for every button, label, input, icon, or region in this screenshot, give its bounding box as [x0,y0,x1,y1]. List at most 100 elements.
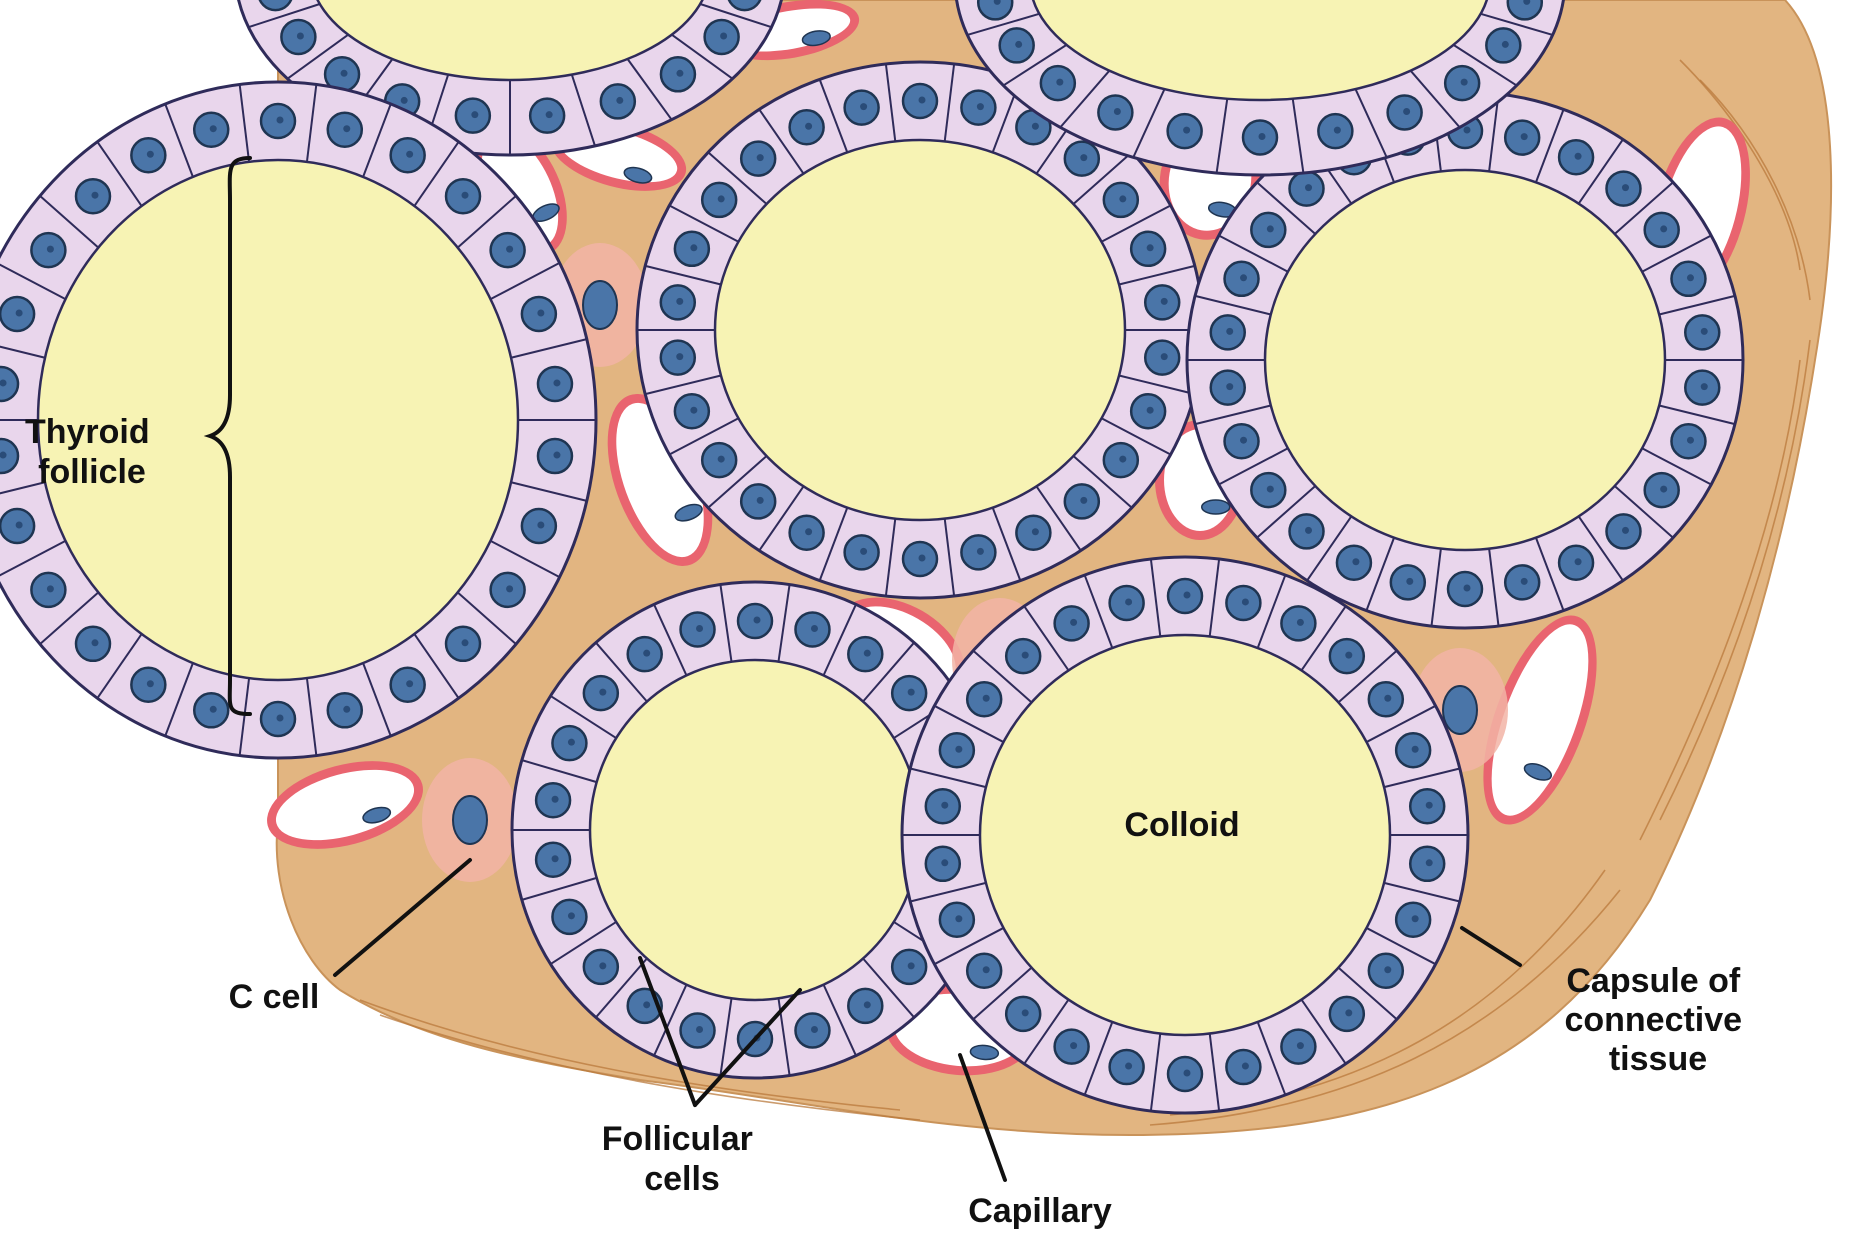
nucleolus [406,151,413,158]
nucleolus [1464,127,1471,134]
nucleolus [1119,195,1126,202]
nucleolus [616,97,623,104]
nucleolus [1184,592,1191,599]
nucleolus [860,103,867,110]
nucleolus [401,97,408,104]
nucleolus [1412,746,1419,753]
nucleolus [805,123,812,130]
nucleolus [811,1026,818,1033]
colloid [715,140,1125,520]
nucleolus [811,625,818,632]
capsule-label-line1: Capsule of [1566,962,1740,1000]
nucleolus [805,528,812,535]
nucleolus [1119,456,1126,463]
nucleolus [210,706,217,713]
nucleolus [1267,486,1274,493]
nucleolus [343,125,350,132]
nucleolus [908,689,915,696]
nucleolus [1701,383,1708,390]
capsule-label: Capsule of connective tissue [1564,962,1751,1078]
nucleolus [210,125,217,132]
capillary-label: Capillary [968,1192,1112,1230]
nucleolus [1226,328,1233,335]
thyroid-follicle-label-line2: follicle [38,453,146,491]
nucleolus [1406,578,1413,585]
nucleolus [1032,123,1039,130]
nucleolus [1345,652,1352,659]
nucleolus [1032,528,1039,535]
nucleolus [864,650,871,657]
nucleolus [1502,41,1509,48]
nucleolus [546,111,553,118]
nucleolus [1147,407,1154,414]
nucleolus [941,802,948,809]
nucleolus [1297,619,1304,626]
nucleolus [1147,244,1154,251]
follicular-cells-label-line2: cells [644,1160,720,1198]
nucleolus [91,192,98,199]
colloid [590,660,920,1000]
nucleolus [599,962,606,969]
colloid-label: Colloid [1124,806,1239,844]
nucleolus [297,32,304,39]
nucleolus [1622,527,1629,534]
nucleolus [47,246,54,253]
nucleolus [983,966,990,973]
nucleolus [1080,497,1087,504]
nucleolus [1464,585,1471,592]
nucleolus [1022,1009,1029,1016]
c-cell-label: C cell [229,978,320,1016]
nucleolus [908,962,915,969]
nucleolus [1242,598,1249,605]
nucleolus [696,625,703,632]
c-cell-nucleus [583,281,617,329]
nucleolus [955,746,962,753]
nucleolus [568,739,575,746]
nucleolus [690,407,697,414]
nucleolus [147,151,154,158]
nucleolus [1521,133,1528,140]
nucleolus [1125,1063,1132,1070]
nucleolus [1426,859,1433,866]
nucleolus [568,912,575,919]
nucleolus [277,117,284,124]
nucleolus [1461,79,1468,86]
nucleolus [16,522,23,529]
nucleolus [506,585,513,592]
nucleolus [91,639,98,646]
nucleolus [552,796,559,803]
nucleolus [553,379,560,386]
nucleolus [643,1001,650,1008]
nucleolus [1242,1063,1249,1070]
nucleolus [1352,558,1359,565]
endothelial-nucleus [1202,500,1230,514]
nucleolus [47,585,54,592]
nucleolus [1125,598,1132,605]
nucleolus [1240,437,1247,444]
nucleolus [696,1026,703,1033]
nucleolus [1575,558,1582,565]
nucleolus [343,706,350,713]
nucleolus [1161,353,1168,360]
nucleolus [718,195,725,202]
nucleolus [1426,802,1433,809]
nucleolus [537,522,544,529]
nucleolus [553,452,560,459]
nucleolus [1080,154,1087,161]
nucleolus [1056,79,1063,86]
c-cell [422,758,518,882]
nucleolus [1015,41,1022,48]
c-cell-nucleus [453,796,487,844]
nucleolus [955,915,962,922]
nucleolus [537,309,544,316]
nucleolus [977,548,984,555]
nucleolus [147,680,154,687]
nucleolus [471,111,478,118]
colloid [1265,170,1665,550]
nucleolus [462,192,469,199]
nucleolus [552,855,559,862]
nucleolus [643,650,650,657]
nucleolus [1305,184,1312,191]
nucleolus [1267,225,1274,232]
